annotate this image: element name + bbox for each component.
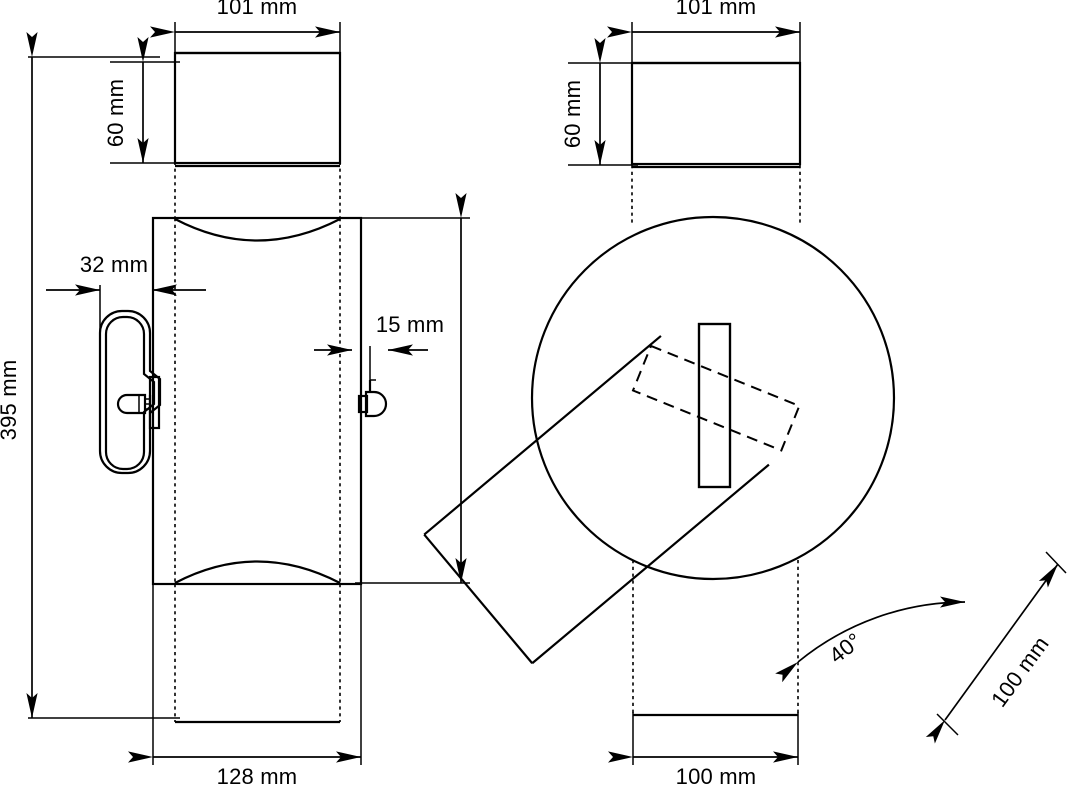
front-lower-pipe (174, 584, 341, 724)
dim-label-101mm-front: 101 mm (217, 0, 298, 19)
dim-label-32mm: 32 mm (80, 252, 148, 277)
dim-front-15mm: 15 mm (314, 312, 444, 392)
dim-top-101mm: 101 mm (607, 0, 801, 68)
dim-front-32mm: 32 mm (46, 252, 206, 340)
dim-front-395mm: 395 mm (0, 32, 180, 719)
dim-label-100mm-bottom: 100 mm (676, 764, 757, 789)
front-upper-socket (173, 51, 342, 168)
dim-label-128mm: 128 mm (217, 764, 298, 789)
top-branch-pipe (423, 335, 770, 665)
dim-top-100mm: 100 mm (608, 712, 799, 789)
dim-front-60mm: 60 mm (103, 37, 180, 164)
top-center-cross (631, 322, 801, 489)
dim-front-128mm: 128 mm (128, 580, 362, 789)
dim-top-60mm: 60 mm (560, 38, 638, 166)
top-slot-diagonal (631, 344, 801, 452)
dim-front-101mm: 101 mm (150, 0, 341, 58)
dim-label-60mm-top: 60 mm (560, 80, 585, 148)
dim-label-60mm-front: 60 mm (103, 79, 128, 147)
dim-label-395mm: 395 mm (0, 360, 21, 441)
dim-label-101mm-top: 101 mm (676, 0, 757, 19)
front-elevation-view: 101 mm 60 mm 32 mm 15 mm 395 (0, 0, 470, 789)
dim-label-15mm: 15 mm (376, 312, 444, 337)
dim-front-body-height (355, 193, 470, 584)
top-upper-pipe (630, 61, 802, 225)
front-access-handle (98, 309, 162, 475)
top-body-circle (530, 215, 896, 581)
